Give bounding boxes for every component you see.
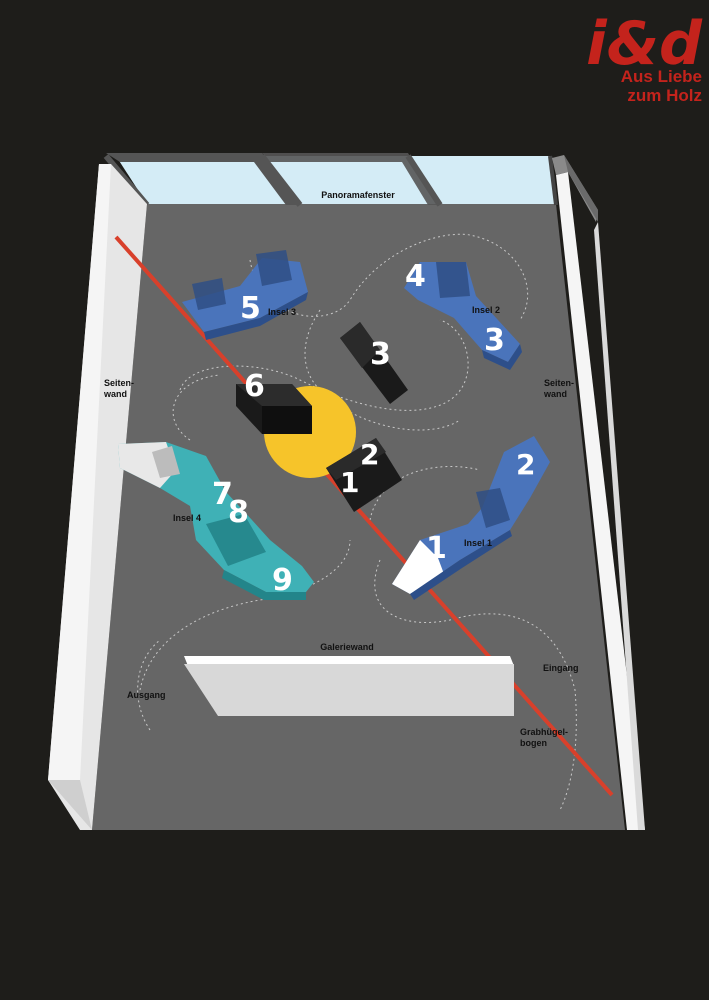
block-6 [236, 384, 312, 434]
station-2-block: 2 [360, 438, 379, 471]
right-wall-label-1: Seiten- [544, 378, 574, 388]
walking-paths [137, 233, 577, 811]
entrance-label: Eingang [543, 663, 579, 673]
island-4 [118, 442, 314, 600]
left-wall-label-2: wand [103, 389, 127, 399]
logo-tagline-2: zum Holz [627, 86, 702, 105]
right-wall-label-2: wand [543, 389, 567, 399]
left-wall-label-1: Seiten- [104, 378, 134, 388]
block-3 [340, 322, 408, 404]
station-2-island: 2 [516, 448, 535, 481]
island-3-label: Insel 3 [268, 307, 296, 317]
station-9: 9 [272, 563, 293, 598]
station-1-island: 1 [426, 531, 447, 566]
logo-tagline-1: Aus Liebe [621, 67, 702, 86]
logo-mark: i&d [586, 9, 703, 79]
island-3 [182, 250, 308, 340]
station-1-block: 1 [340, 466, 359, 499]
station-5: 5 [240, 291, 261, 326]
island-2-label: Insel 2 [472, 305, 500, 315]
island-1 [392, 436, 550, 600]
left-side-wall [48, 164, 147, 830]
station-8: 8 [228, 495, 249, 530]
exit-label: Ausgang [127, 690, 166, 700]
panorama-window [103, 153, 558, 207]
station-6: 6 [244, 369, 265, 404]
station-4: 4 [405, 259, 426, 294]
gallery-wall-label: Galeriewand [320, 642, 374, 652]
island-1-label: Insel 1 [464, 538, 492, 548]
station-7: 7 [212, 477, 233, 512]
window-label: Panoramafenster [321, 190, 395, 200]
logo: i&d Aus Liebe zum Holz [586, 9, 703, 105]
gallery-wall [184, 656, 514, 716]
burial-arc-label-2: bogen [520, 738, 547, 748]
block-1-2 [326, 438, 402, 512]
right-side-wall [552, 155, 645, 830]
station-3-island: 3 [484, 323, 505, 358]
island-4-label: Insel 4 [173, 513, 201, 523]
island-2 [404, 262, 522, 370]
burial-arc-label-1: Grabhügel- [520, 727, 568, 737]
burial-mound-arc-line [114, 235, 614, 797]
station-3-block: 3 [370, 337, 391, 372]
